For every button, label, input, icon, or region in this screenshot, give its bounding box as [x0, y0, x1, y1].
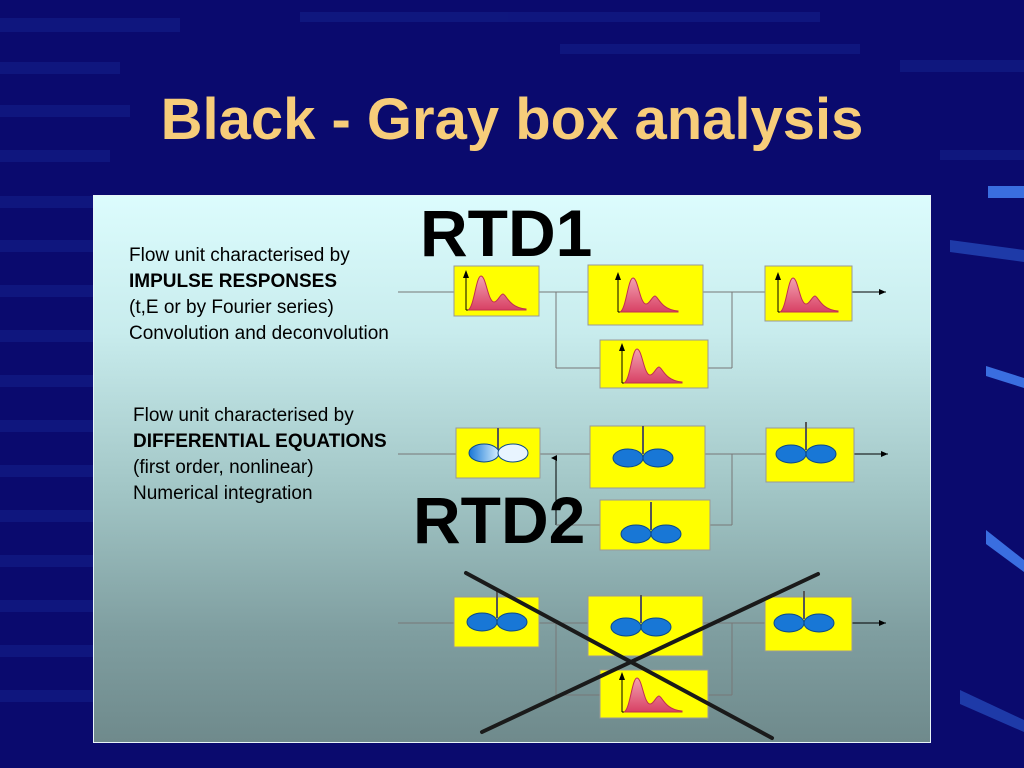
impulse-description: Flow unit characterised by IMPULSE RESPO…: [129, 243, 389, 347]
differential-line-3: (first order, nonlinear): [133, 457, 314, 478]
impulse-box-2: [587, 264, 704, 326]
mixed-tank-box-1: [453, 589, 540, 648]
differential-network: [398, 451, 888, 526]
rtd1-label: RTD1: [420, 196, 593, 270]
impulse-line-3: (t,E or by Fourier series): [129, 297, 334, 318]
tank-box-4: [599, 499, 711, 551]
impulse-box-1: [453, 265, 540, 317]
differential-line-4: Numerical integration: [133, 483, 313, 504]
rtd2-label: RTD2: [413, 483, 586, 557]
impulse-line-1: Flow unit characterised by: [129, 245, 350, 266]
differential-line-2: DIFFERENTIAL EQUATIONS: [133, 431, 387, 452]
impulse-line-2: IMPULSE RESPONSES: [129, 271, 337, 292]
tank-box-2: [589, 425, 706, 489]
impulse-response-network: [398, 289, 886, 369]
differential-description: Flow unit characterised by DIFFERENTIAL …: [133, 403, 387, 507]
slide-title: Black - Gray box analysis: [160, 87, 864, 152]
impulse-box-4: [599, 339, 709, 389]
cross-out-mark: [464, 571, 820, 740]
tank-box-3: [765, 421, 855, 483]
impulse-box-3: [764, 265, 853, 322]
mixed-tank-box-2: [587, 594, 704, 657]
tank-box-1: [455, 427, 541, 479]
impulse-line-4: Convolution and deconvolution: [129, 323, 389, 344]
mixed-tank-box-3: [764, 590, 853, 652]
differential-line-1: Flow unit characterised by: [133, 405, 354, 426]
